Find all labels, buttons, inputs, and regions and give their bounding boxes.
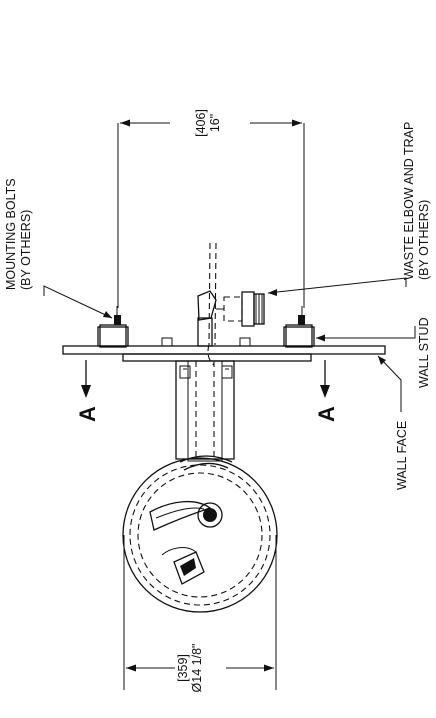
mounting-bolts-sublabel: (BY OTHERS) bbox=[19, 210, 33, 290]
waste-elbow-and-trap bbox=[197, 290, 265, 347]
wall-stud-callout: WALL STUD bbox=[316, 317, 431, 388]
section-a-label-left: A bbox=[75, 406, 100, 422]
section-a-label-right: A bbox=[314, 406, 339, 422]
mounting-bolts-callout: MOUNTING BOLTS (BY OTHERS) bbox=[4, 178, 113, 319]
diameter-imperial-label: Ø14 1/8" bbox=[190, 644, 204, 693]
wall-plate bbox=[62, 337, 386, 362]
bowl-diameter-dimension: [359] Ø14 1/8" bbox=[123, 535, 277, 693]
mounting-bolt-right bbox=[283, 306, 315, 348]
section-marker-right: A bbox=[314, 360, 339, 422]
spacing-metric-label: [406] bbox=[194, 109, 208, 137]
mounting-bolts-label: MOUNTING BOLTS bbox=[4, 178, 18, 290]
wall-face-label: WALL FACE bbox=[395, 421, 409, 490]
wall-face-callout: WALL FACE bbox=[377, 355, 409, 490]
wall-stud-label: WALL STUD bbox=[417, 317, 431, 388]
section-marker-left: A bbox=[75, 360, 100, 422]
mounting-bolt-left bbox=[97, 306, 129, 348]
waste-elbow-sublabel: (BY OTHERS) bbox=[417, 200, 431, 280]
waste-elbow-callout: WASTE ELBOW AND TRAP (BY OTHERS) bbox=[267, 122, 431, 296]
waste-elbow-label: WASTE ELBOW AND TRAP bbox=[402, 122, 416, 280]
spout-neck bbox=[175, 360, 235, 462]
spacing-imperial-label: 16" bbox=[208, 114, 222, 132]
bowl bbox=[122, 455, 278, 613]
bolt-spacing-dimension: [406] 16" bbox=[117, 109, 305, 308]
drain-tube bbox=[207, 242, 217, 366]
diameter-metric-label: [359] bbox=[176, 654, 190, 682]
